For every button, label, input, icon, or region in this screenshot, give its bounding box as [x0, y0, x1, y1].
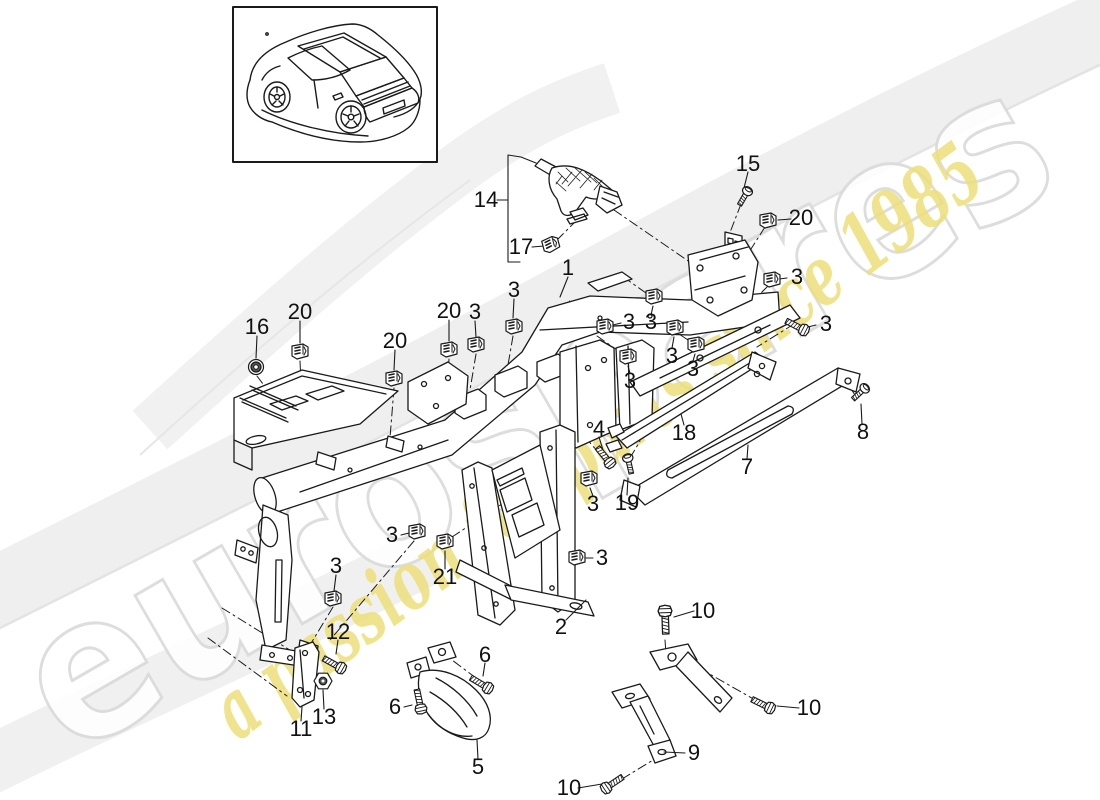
bolt-10	[748, 693, 778, 717]
callout-bracket-14	[496, 154, 537, 263]
part-label-2: 2	[554, 614, 568, 639]
handle-part14	[534, 158, 623, 225]
part-label-10: 10	[796, 695, 822, 720]
part-label-3: 3	[819, 311, 833, 336]
clip-3	[580, 470, 598, 487]
part-label-10: 10	[690, 598, 716, 623]
part-label-17: 17	[508, 234, 534, 259]
clip-3	[568, 549, 586, 566]
clip-20	[385, 370, 403, 387]
washer-16	[247, 358, 265, 376]
part-label-15: 15	[735, 151, 761, 176]
clip-3	[596, 318, 614, 335]
left-mount-platform	[233, 369, 399, 471]
car-illustration	[246, 23, 423, 143]
part-label-6: 6	[388, 694, 402, 719]
bracket-part5	[406, 641, 491, 741]
clip-21	[436, 533, 454, 550]
part-label-13: 13	[311, 704, 337, 729]
screw-19	[621, 452, 638, 476]
part-label-4: 4	[592, 416, 606, 441]
part-label-20: 20	[287, 299, 313, 324]
part-label-3: 3	[790, 264, 804, 289]
part-label-1: 1	[561, 255, 575, 280]
part-label-3: 3	[329, 553, 343, 578]
part-label-19: 19	[614, 490, 640, 515]
screw-15	[734, 184, 755, 209]
bracket-part11	[291, 641, 320, 708]
clip-3	[505, 318, 523, 335]
part-label-12: 12	[325, 619, 351, 644]
clip-3	[666, 319, 684, 336]
nut-13	[313, 672, 333, 690]
part-label-16: 16	[244, 314, 270, 339]
clip-3	[763, 271, 781, 288]
part-label-20: 20	[436, 298, 462, 323]
clip-20	[440, 341, 458, 358]
part-label-3: 3	[644, 309, 658, 334]
part-label-11: 11	[289, 716, 313, 741]
left-column-support	[234, 504, 319, 667]
part-label-3: 3	[623, 368, 637, 393]
part-label-20: 20	[382, 328, 408, 353]
part-label-6: 6	[478, 642, 492, 667]
clip-3	[467, 336, 485, 353]
part-label-3: 3	[586, 491, 600, 516]
clip-20	[291, 343, 309, 360]
part-label-3: 3	[622, 309, 636, 334]
part-label-20: 20	[788, 205, 814, 230]
right-bracket-assembly	[629, 231, 801, 397]
clip-17	[540, 234, 562, 255]
clip-3	[619, 348, 637, 365]
part-label-3: 3	[686, 356, 700, 381]
strut-part7	[619, 367, 861, 508]
part-label-8: 8	[856, 419, 870, 444]
clip-20	[759, 212, 777, 229]
part-label-3: 3	[385, 522, 399, 547]
strut-part18	[605, 351, 777, 453]
part-label-10: 10	[556, 775, 582, 800]
clip-3	[324, 590, 342, 607]
bolt-10	[597, 771, 627, 797]
main-beam-part1	[253, 271, 781, 516]
fasteners	[247, 184, 872, 797]
lower-frame-part2	[455, 424, 595, 626]
clip-3	[687, 336, 705, 353]
part-label-14: 14	[473, 187, 499, 212]
part-label-3: 3	[665, 343, 679, 368]
vehicle-thumbnail	[232, 6, 438, 163]
part-label-5: 5	[471, 754, 485, 779]
part-label-18: 18	[671, 420, 697, 445]
part-label-9: 9	[687, 740, 701, 765]
part-label-7: 7	[740, 454, 754, 479]
clip-3	[408, 523, 426, 540]
part-label-3: 3	[507, 277, 521, 302]
part-label-21: 21	[432, 564, 458, 589]
bolt-12	[319, 652, 349, 677]
part-label-3: 3	[595, 545, 609, 570]
clip-3	[645, 288, 663, 305]
bracket-part9	[611, 643, 733, 764]
part-label-3: 3	[468, 299, 482, 324]
bolt-10	[657, 604, 674, 635]
